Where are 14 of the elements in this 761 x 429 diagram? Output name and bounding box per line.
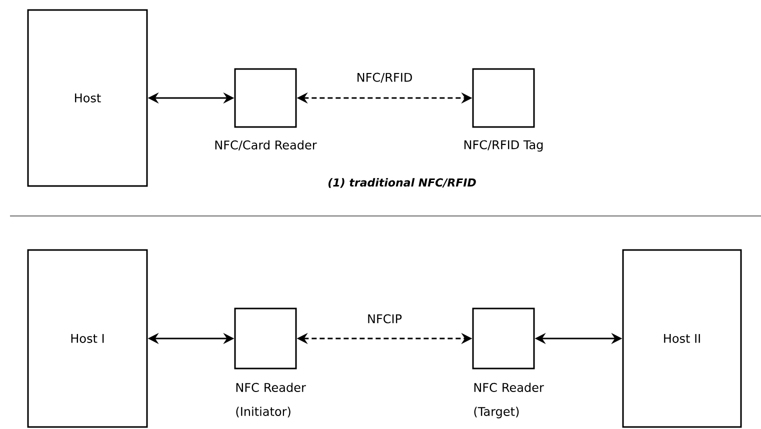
host-box: Host I xyxy=(27,249,148,428)
host-box: Host xyxy=(27,9,148,187)
empty-box xyxy=(234,308,297,370)
node-caption: NFC/Card Reader xyxy=(215,140,317,150)
node-caption: NFC Reader (Target) xyxy=(474,382,544,418)
host-box: Host II xyxy=(622,249,742,428)
empty-box xyxy=(472,68,535,128)
caption: (1) traditional NFC/RFID xyxy=(328,178,476,188)
empty-box xyxy=(234,68,297,128)
edge-label: NFC/RFID xyxy=(358,72,412,83)
empty-box xyxy=(472,308,535,370)
node-caption: NFC Reader (Initiator) xyxy=(236,382,306,418)
edge-label: NFCIP xyxy=(368,314,402,324)
node-caption: NFC/RFID Tag xyxy=(464,140,543,152)
